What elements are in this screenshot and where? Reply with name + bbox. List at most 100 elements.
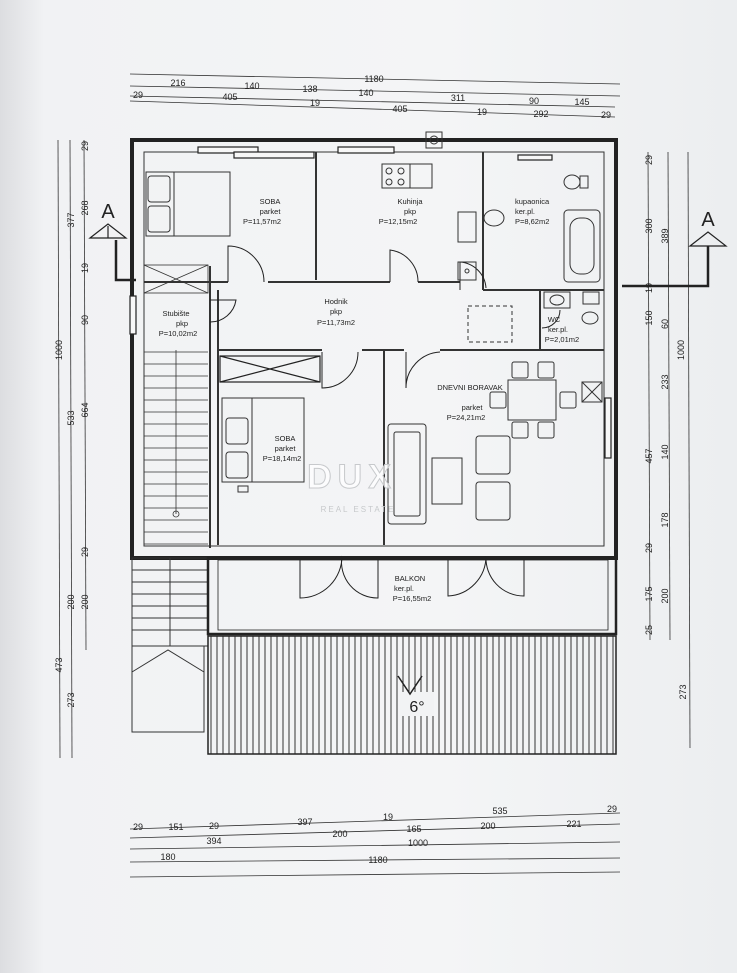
dim-top-405a: 405 (222, 92, 237, 102)
dim-left-268: 268 (80, 200, 90, 215)
section-line-left (114, 240, 136, 282)
dim-bottom-29c: 29 (607, 804, 617, 814)
dim-left-29a: 29 (80, 141, 90, 151)
wc-toilet (581, 311, 599, 325)
dim-bottom-29b: 29 (209, 821, 219, 831)
chimney (425, 131, 443, 149)
window-boravak (604, 397, 612, 459)
pillow-soba2-a (225, 417, 249, 445)
dim-left-200b: 200 (80, 594, 90, 609)
dim-line-bottom-1 (129, 812, 621, 830)
nightstand-soba2 (237, 485, 249, 493)
chair-2 (537, 361, 555, 379)
dim-bottom-1000: 1000 (408, 838, 428, 848)
room-name: BALKON (395, 574, 425, 583)
room-kuhinja: Kuhinja pkp P=12,15m2 (379, 197, 424, 226)
room-area: P=2,01m2 (545, 335, 579, 344)
room-floor: ker.pl. (548, 325, 568, 334)
stove-burner-3 (385, 178, 393, 186)
armchair-1 (475, 435, 511, 475)
dim-bottom-535: 535 (492, 806, 507, 816)
window-soba-sill (233, 151, 315, 159)
room-hodnik: Hodnik pkp P=11,73m2 (317, 297, 355, 327)
section-marker-right-triangle (688, 231, 728, 247)
room-floor: ker.pl. (515, 207, 535, 216)
room-area: P=12,15m2 (379, 217, 418, 226)
dim-line-bottom-3 (129, 841, 621, 850)
dim-left-273: 273 (66, 692, 76, 707)
window-stubiste (129, 295, 137, 335)
wardrobe-soba2 (219, 355, 321, 383)
dim-right-19: 19 (644, 283, 654, 293)
dim-line-right-outer (687, 151, 691, 749)
dining-table (507, 379, 557, 421)
kitchen-counter (409, 163, 433, 189)
dim-right-233: 233 (660, 374, 670, 389)
roof-label-bg (400, 692, 434, 716)
dim-line-left-inner (83, 139, 87, 651)
room-area: P=10,02m2 (159, 329, 198, 338)
wc-washing-machine (582, 291, 600, 305)
watermark-tagline: REAL ESTATE (321, 505, 396, 514)
room-dnevni-boravak: DNEVNI BORAVAK parket P=24,21m2 (437, 383, 503, 422)
watermark: DUX REAL ESTATE (307, 458, 396, 515)
room-area: P=18,14m2 (263, 454, 302, 463)
dim-bottom-29a: 29 (133, 822, 143, 832)
pillow-soba1-a (147, 175, 171, 203)
room-soba-1: SOBA parket P=11,57m2 (243, 197, 281, 226)
door-wc (541, 309, 561, 329)
bathroom-toilet-tank (579, 175, 589, 189)
dim-bottom-397: 397 (297, 817, 312, 827)
section-markers (88, 223, 728, 288)
dim-line-right-mid (667, 151, 671, 641)
dim-line-bottom-4 (129, 857, 621, 863)
dim-right-273: 273 (678, 684, 688, 699)
doors (209, 245, 561, 599)
window-soba (197, 146, 259, 154)
exterior-stair-arrow (131, 649, 205, 673)
door-balkon-left-a (299, 555, 343, 599)
dim-top-145: 145 (574, 97, 589, 107)
dim-bottom-180: 180 (160, 852, 175, 862)
dim-top-138: 138 (302, 84, 317, 94)
door-boravak (405, 351, 441, 389)
roof (207, 635, 617, 755)
room-floor: pkp (330, 307, 342, 316)
section-label-right: A (701, 209, 715, 231)
room-name: Stubište (162, 309, 189, 318)
stove-fireplace (581, 381, 603, 403)
room-wc: WC ker.pl. P=2,01m2 (545, 315, 579, 344)
dim-left-200a: 200 (66, 594, 76, 609)
door-stubiste (209, 299, 237, 323)
top-dimensions: 1180 216 140 138 140 311 90 145 29 405 1… (133, 74, 611, 120)
room-name: SOBA (275, 434, 296, 443)
kitchen-sink (457, 211, 477, 243)
dim-bottom-394: 394 (206, 836, 221, 846)
room-balkon: BALKON ker.pl. P=16,55m2 (393, 574, 432, 603)
chair-5 (489, 391, 507, 409)
bathroom-toilet (563, 174, 581, 190)
dim-line-left-mid (69, 139, 73, 759)
chair-4 (537, 421, 555, 439)
dim-bottom-165: 165 (406, 824, 421, 834)
pillow-soba1-b (147, 205, 171, 233)
dim-bottom-200b: 200 (480, 821, 495, 831)
dim-right-1000: 1000 (676, 340, 686, 360)
kitchen-fridge-dot (464, 268, 470, 274)
bottom-dimensions: 29 151 29 397 19 535 29 394 200 165 200 … (133, 804, 617, 865)
room-area: P=11,57m2 (243, 217, 281, 226)
pillow-soba2-b (225, 451, 249, 479)
room-soba-2: SOBA parket P=18,14m2 (263, 434, 302, 463)
dim-line-top-2 (129, 85, 621, 97)
stove-burner-2 (397, 167, 405, 175)
dim-top-311: 311 (451, 93, 465, 103)
room-stubiste: Stubište pkp P=10,02m2 (159, 309, 198, 338)
side-dimension-lines (57, 139, 691, 759)
bed-soba1 (145, 171, 231, 237)
stove-burner-4 (397, 178, 405, 186)
dim-left-377: 377 (66, 212, 76, 227)
dim-top-29b: 29 (601, 110, 611, 120)
door-kuhinja (389, 249, 419, 283)
dim-bottom-151: 151 (168, 822, 183, 832)
